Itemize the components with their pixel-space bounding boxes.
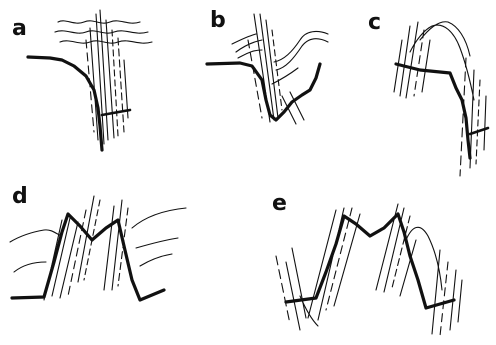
panel-c-bold-profile [396,64,470,158]
panel-a-cleavage-lines [86,10,128,144]
panel-a-sketch [28,10,152,150]
panel-e-layer-lines [300,227,442,326]
panel-d-sketch [10,196,186,300]
panel-b-bold-profile [207,63,320,120]
panel-b-cleavage-lines [248,14,304,124]
panel-c-sketch [394,22,488,176]
panel-e-bold-profile [286,214,454,308]
panel-e-sketch [276,204,462,336]
panel-d-layer-lines [10,208,186,272]
panel-a-bold-profile [28,57,102,150]
panel-c-cleavage-lines [394,22,486,176]
panel-b-sketch [207,14,328,124]
panel-a-layer-lines [55,21,152,43]
panel-b-layer-lines [232,32,328,84]
panel-e-cleavage-lines [276,204,462,336]
